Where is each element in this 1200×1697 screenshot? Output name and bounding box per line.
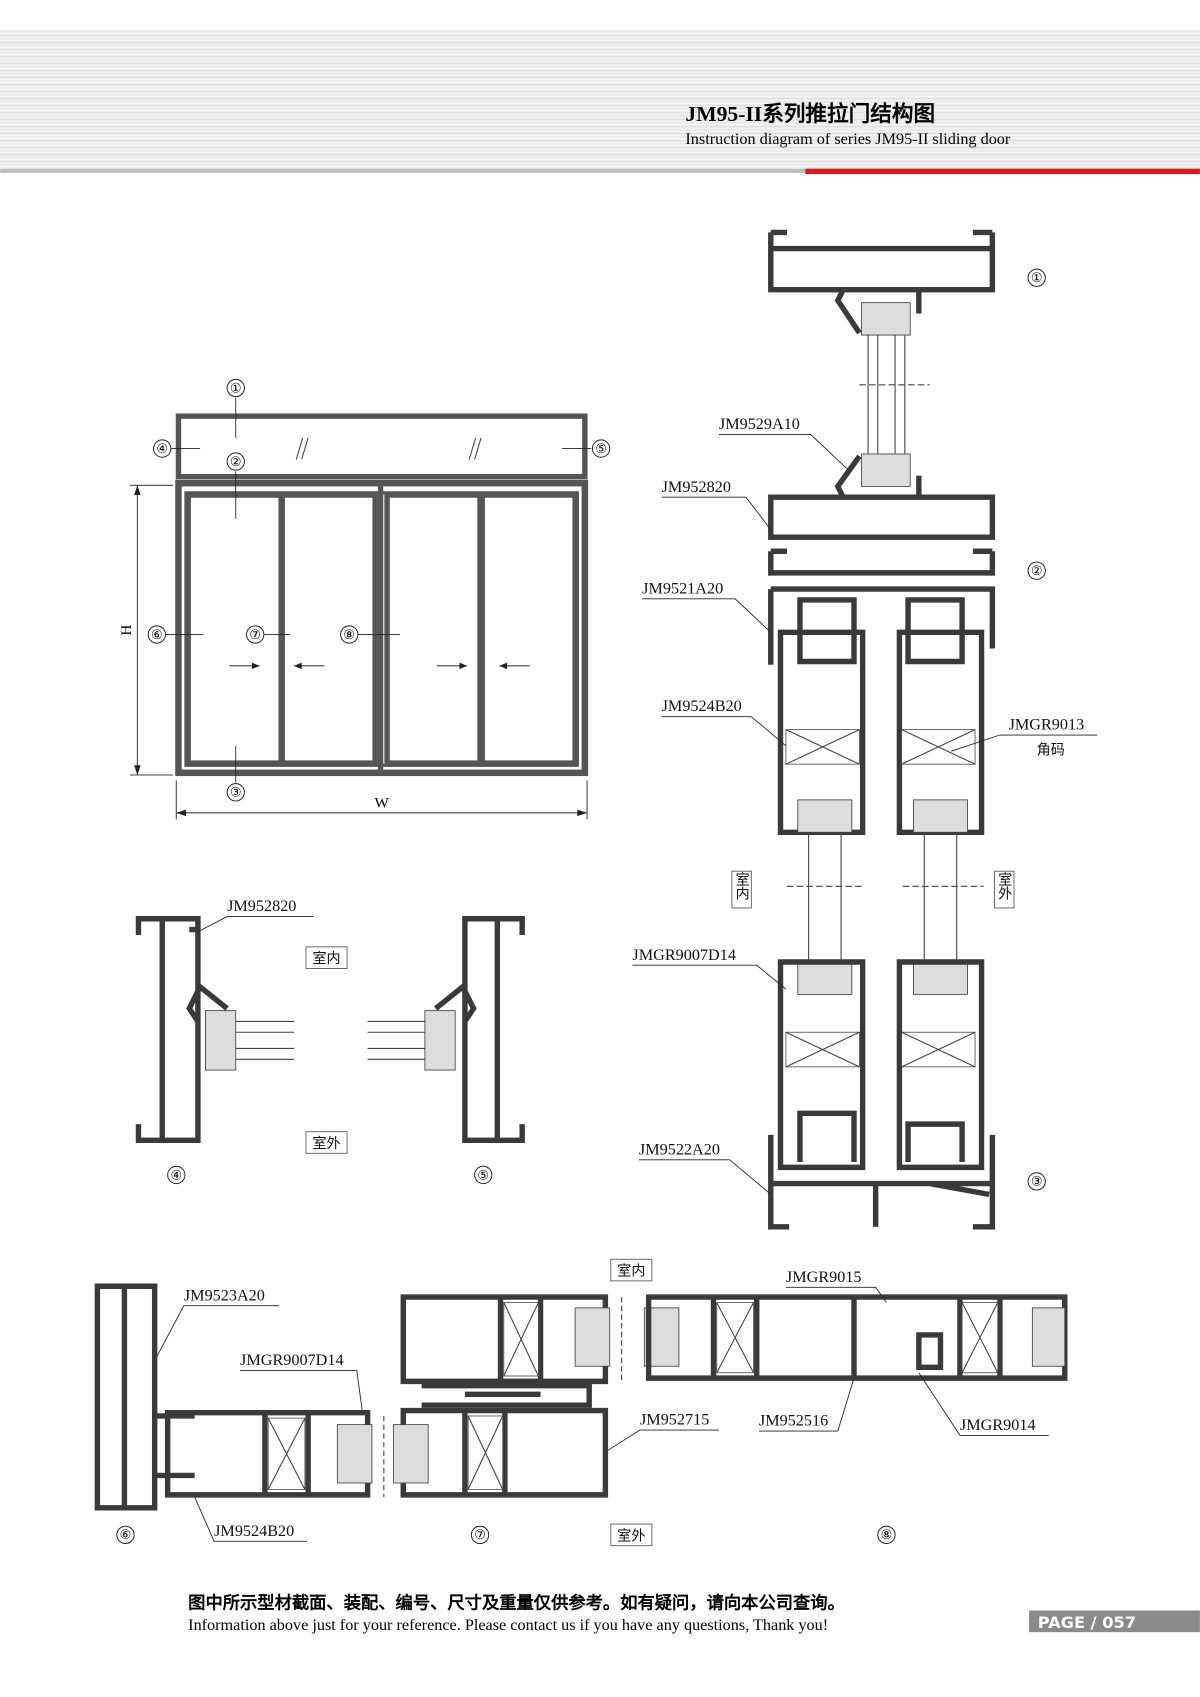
header-stripe-background <box>0 30 1200 168</box>
svg-text:⑦: ⑦ <box>249 627 261 642</box>
marker-2: ② <box>226 452 245 471</box>
indoor-label-side: 室内 <box>312 950 340 967</box>
header-gray-rule <box>0 168 806 173</box>
outdoor-label-horizontal: 室外 <box>617 1527 645 1544</box>
label-jmgr9007d14-h: JMGR9007D14 <box>240 1351 344 1369</box>
svg-text:①: ① <box>230 380 242 395</box>
label-jm952820: JM952820 <box>662 478 731 496</box>
marker-1: ① <box>226 378 245 398</box>
page-number: PAGE / 057 <box>1038 1613 1136 1632</box>
door-elevation: H W ① ② ③ ④ ⑤ ⑥ ⑦ ⑧ <box>119 378 611 820</box>
footer-note-cn: 图中所示型材截面、装配、编号、尺寸及重量仅供参考。如有疑问，请向本公司查询。 <box>188 1592 845 1613</box>
vertical-section: JM9529A10 JM952820 JM9521A20 JM9524B20 J… <box>632 229 1098 1230</box>
indoor-label-vertical: 室内 <box>734 872 750 902</box>
svg-text:⑤: ⑤ <box>477 1167 489 1182</box>
label-jmgr9013: JMGR9013 <box>1009 716 1085 734</box>
label-jm9529a10: JM9529A10 <box>719 415 800 433</box>
svg-text:③: ③ <box>1031 1174 1043 1189</box>
marker-5: ⑤ <box>591 439 611 458</box>
marker-6: ⑥ <box>147 625 166 644</box>
label-jm952715: JM952715 <box>640 1411 709 1429</box>
label-jm9521a20: JM9521A20 <box>642 579 723 597</box>
horizontal-sections: JM9523A20 JMGR9007D14 JM9524B20 JM952715… <box>94 1258 1068 1547</box>
side-sections: JM952820 室内 室外 ④ ⑤ <box>135 897 525 1185</box>
section-marker-4: ④ <box>167 1165 186 1185</box>
svg-text:②: ② <box>230 454 242 469</box>
section-marker-2: ② <box>1027 561 1046 580</box>
dimension-width-label: W <box>375 795 390 811</box>
svg-text:⑥: ⑥ <box>120 1527 132 1542</box>
label-corner-connector: 角码 <box>1037 742 1065 758</box>
svg-text:⑥: ⑥ <box>151 627 163 642</box>
svg-text:①: ① <box>1031 270 1043 285</box>
svg-text:③: ③ <box>230 785 242 800</box>
indoor-label-horizontal: 室内 <box>617 1262 645 1279</box>
section-marker-5: ⑤ <box>474 1165 493 1185</box>
svg-text:⑤: ⑤ <box>595 441 607 456</box>
footer: 图中所示型材截面、装配、编号、尺寸及重量仅供参考。如有疑问，请向本公司查询。 I… <box>188 1592 1200 1634</box>
svg-text:④: ④ <box>156 441 168 456</box>
section-marker-6: ⑥ <box>116 1525 135 1544</box>
svg-text:⑦: ⑦ <box>474 1527 486 1542</box>
section-marker-3: ③ <box>1027 1172 1046 1191</box>
page-subtitle: Instruction diagram of series JM95-II sl… <box>685 130 1011 148</box>
label-jm9522a20: JM9522A20 <box>639 1140 720 1158</box>
marker-8: ⑧ <box>340 625 359 644</box>
label-jm952820-side: JM952820 <box>227 897 296 915</box>
svg-text:⑧: ⑧ <box>881 1527 893 1542</box>
header-red-rule <box>805 168 1200 175</box>
label-jmgr9007d14: JMGR9007D14 <box>632 946 736 964</box>
svg-text:④: ④ <box>170 1167 182 1182</box>
marker-7: ⑦ <box>246 625 265 644</box>
page-title: JM95-II系列推拉门结构图 <box>685 101 935 126</box>
marker-4: ④ <box>153 439 172 458</box>
label-jmgr9015: JMGR9015 <box>786 1268 862 1286</box>
outdoor-label-side: 室外 <box>312 1135 340 1152</box>
label-jm952516: JM952516 <box>759 1412 828 1430</box>
outdoor-label-vertical: 室外 <box>996 872 1012 901</box>
section-marker-8: ⑧ <box>877 1525 896 1544</box>
header: JM95-II系列推拉门结构图 Instruction diagram of s… <box>0 101 1200 175</box>
label-jmgr9014: JMGR9014 <box>960 1416 1036 1434</box>
label-jm9524b20-h: JM9524B20 <box>214 1522 294 1540</box>
marker-3: ③ <box>226 783 245 802</box>
dimension-height-label: H <box>119 625 135 636</box>
svg-text:⑧: ⑧ <box>343 627 355 642</box>
section-marker-7: ⑦ <box>470 1525 490 1544</box>
footer-note-en: Information above just for your referenc… <box>188 1616 828 1634</box>
section-marker-1: ① <box>1027 268 1046 287</box>
svg-text:②: ② <box>1031 563 1043 578</box>
label-jm9523a20: JM9523A20 <box>184 1286 265 1304</box>
page-badge <box>1029 1610 1200 1633</box>
label-jm9524b20: JM9524B20 <box>662 697 742 715</box>
